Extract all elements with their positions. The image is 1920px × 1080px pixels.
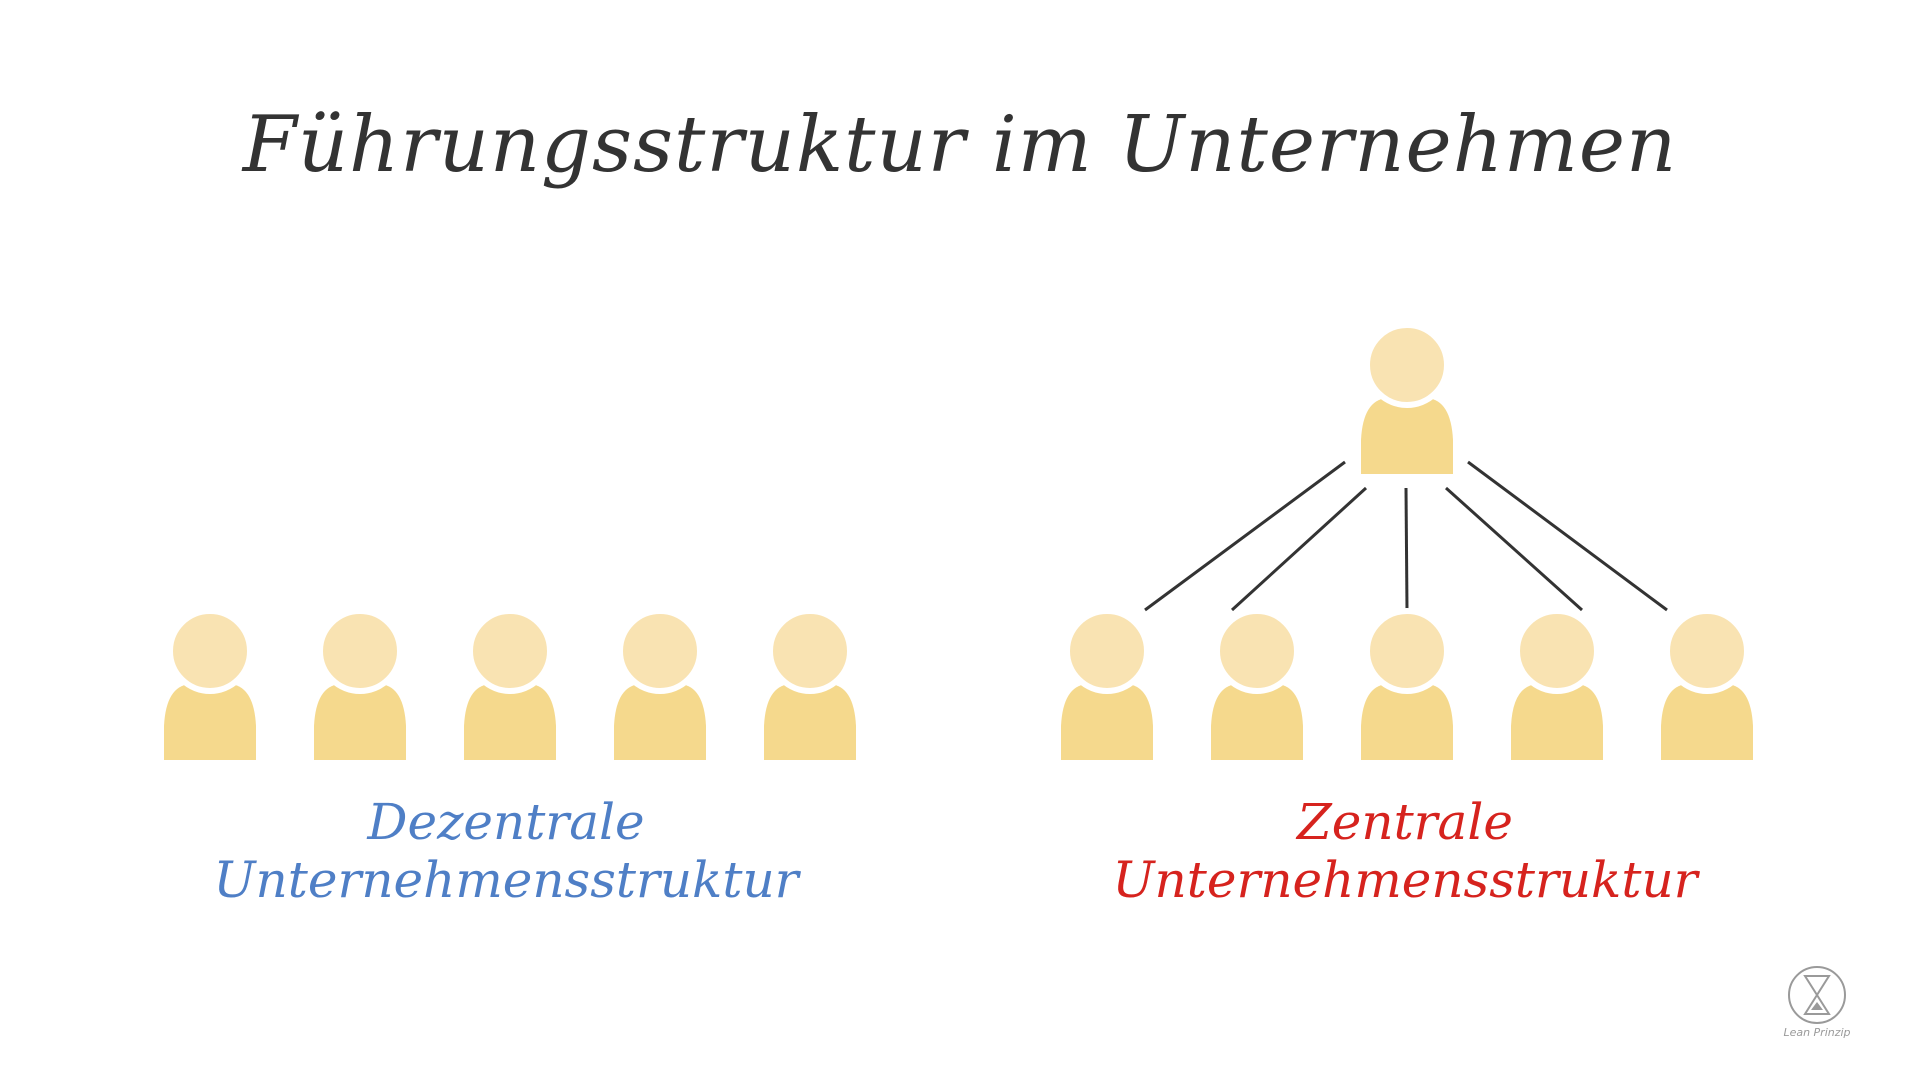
person-head [617,608,703,694]
logo-label: Lean Prinzip [1783,1026,1851,1039]
person-body [464,684,556,760]
hierarchy-connector [1404,487,1409,611]
hierarchy-connector [1444,486,1584,612]
decentral-person [314,608,406,760]
person-head [1364,322,1450,408]
decentral-person [764,608,856,760]
central-member [1211,608,1303,760]
person-body [614,684,706,760]
decentral-person [614,608,706,760]
person-head [1514,608,1600,694]
lean-prinzip-logo: Lean Prinzip [1762,964,1872,1044]
central-structure-label: Zentrale Unternehmensstruktur [1112,793,1698,909]
person-head [1064,608,1150,694]
person-head [1364,608,1450,694]
person-body [1061,684,1153,760]
central-member [1511,608,1603,760]
hierarchy-connector [1230,486,1368,612]
hourglass-icon [1788,966,1846,1024]
central-member [1061,608,1153,760]
person-body [314,684,406,760]
person-head [167,608,253,694]
hierarchy-connector [1144,460,1346,612]
person-head [1214,608,1300,694]
central-leader [1361,322,1453,474]
person-body [1211,684,1303,760]
person-body [1511,684,1603,760]
person-body [1361,684,1453,760]
person-head [1664,608,1750,694]
decentral-person [164,608,256,760]
central-member [1361,608,1453,760]
person-body [1661,684,1753,760]
slide-title: Führungsstruktur im Unternehmen [242,100,1678,190]
person-body [764,684,856,760]
decentral-person [464,608,556,760]
central-member [1661,608,1753,760]
person-head [317,608,403,694]
person-body [164,684,256,760]
person-head [467,608,553,694]
person-head [767,608,853,694]
person-body [1361,398,1453,474]
decentral-structure-label: Dezentrale Unternehmensstruktur [213,793,799,909]
hierarchy-connector [1467,460,1668,612]
